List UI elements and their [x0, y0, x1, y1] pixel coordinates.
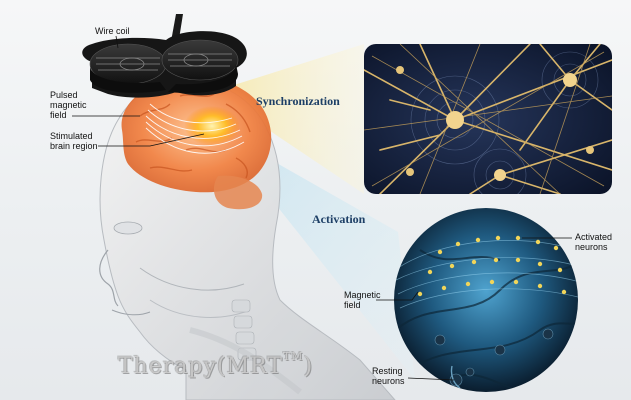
magnetic-field-label-line1: Magnetic: [344, 290, 381, 300]
wire-coil-label: Wire coil: [95, 26, 130, 36]
resting-neurons-label-line2: neurons: [372, 376, 405, 386]
magnetic-field-label-line2: field: [344, 300, 361, 310]
watermark-close: ): [304, 354, 314, 379]
watermark-text: Therapy(MRT: [118, 354, 283, 379]
synchronization-title: Synchronization: [256, 94, 340, 109]
stimulated-label-line2: brain region: [50, 141, 98, 151]
stimulated-label-line1: Stimulated: [50, 131, 93, 141]
activated-neurons-label-line2: neurons: [575, 242, 608, 252]
sync-neuron-panel: [364, 44, 612, 201]
therapy-watermark: Therapy(MRTTM): [118, 354, 313, 379]
pulsed-field-label-line1: Pulsed: [50, 90, 78, 100]
resting-neurons-label-line1: Resting: [372, 366, 403, 376]
activation-title: Activation: [312, 212, 365, 227]
watermark-trademark: TM: [283, 350, 304, 363]
pulsed-field-label-line2: magnetic: [50, 100, 87, 110]
pulsed-field-label-line3: field: [50, 110, 67, 120]
activated-neurons-label-line1: Activated: [575, 232, 612, 242]
activation-sphere: [394, 208, 590, 392]
